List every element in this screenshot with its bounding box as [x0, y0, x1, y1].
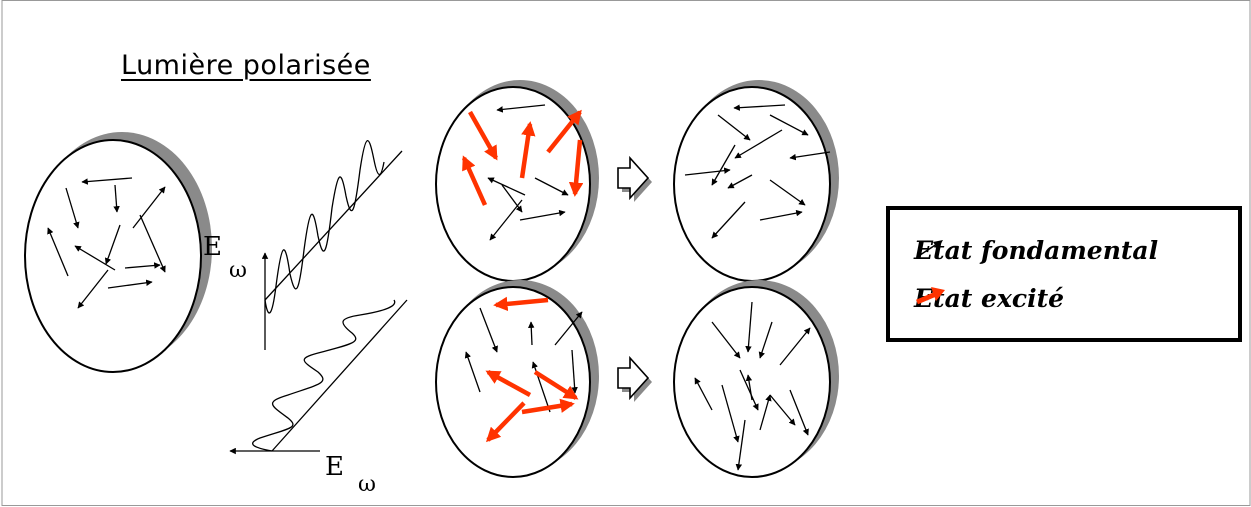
- svg-text:ω: ω: [229, 258, 247, 283]
- legend-item-ground: Etat fondamental: [914, 236, 1158, 265]
- molecule-ellipse-random: [24, 132, 212, 373]
- legend-label-ground: Etat fondamental: [914, 236, 1159, 265]
- legend: Etat fondamental Etat excité: [886, 206, 1242, 342]
- transition-arrow-bottom: [617, 355, 652, 402]
- molecule-ellipse-relaxed-top: [673, 80, 839, 282]
- molecule-ellipse-excited-top: [435, 80, 599, 282]
- molecule-ellipse-excited-bottom: [435, 280, 599, 478]
- red-arrow-icon: [916, 287, 945, 305]
- legend-item-excited: Etat excité: [914, 284, 1064, 313]
- black-arrow-icon: [916, 240, 943, 258]
- field-label-horizontal: E ω: [325, 452, 376, 497]
- field-label-vertical: E ω: [203, 232, 247, 283]
- svg-text:E: E: [203, 232, 222, 262]
- molecule-ellipse-relaxed-bottom: [673, 280, 839, 478]
- transition-arrow-top: [617, 155, 652, 202]
- svg-text:ω: ω: [358, 472, 376, 497]
- svg-text:E: E: [325, 452, 344, 482]
- polarized-wave-vertical: [261, 140, 403, 350]
- polarized-wave-horizontal: [229, 299, 408, 455]
- page-title: Lumière polarisée: [121, 50, 371, 81]
